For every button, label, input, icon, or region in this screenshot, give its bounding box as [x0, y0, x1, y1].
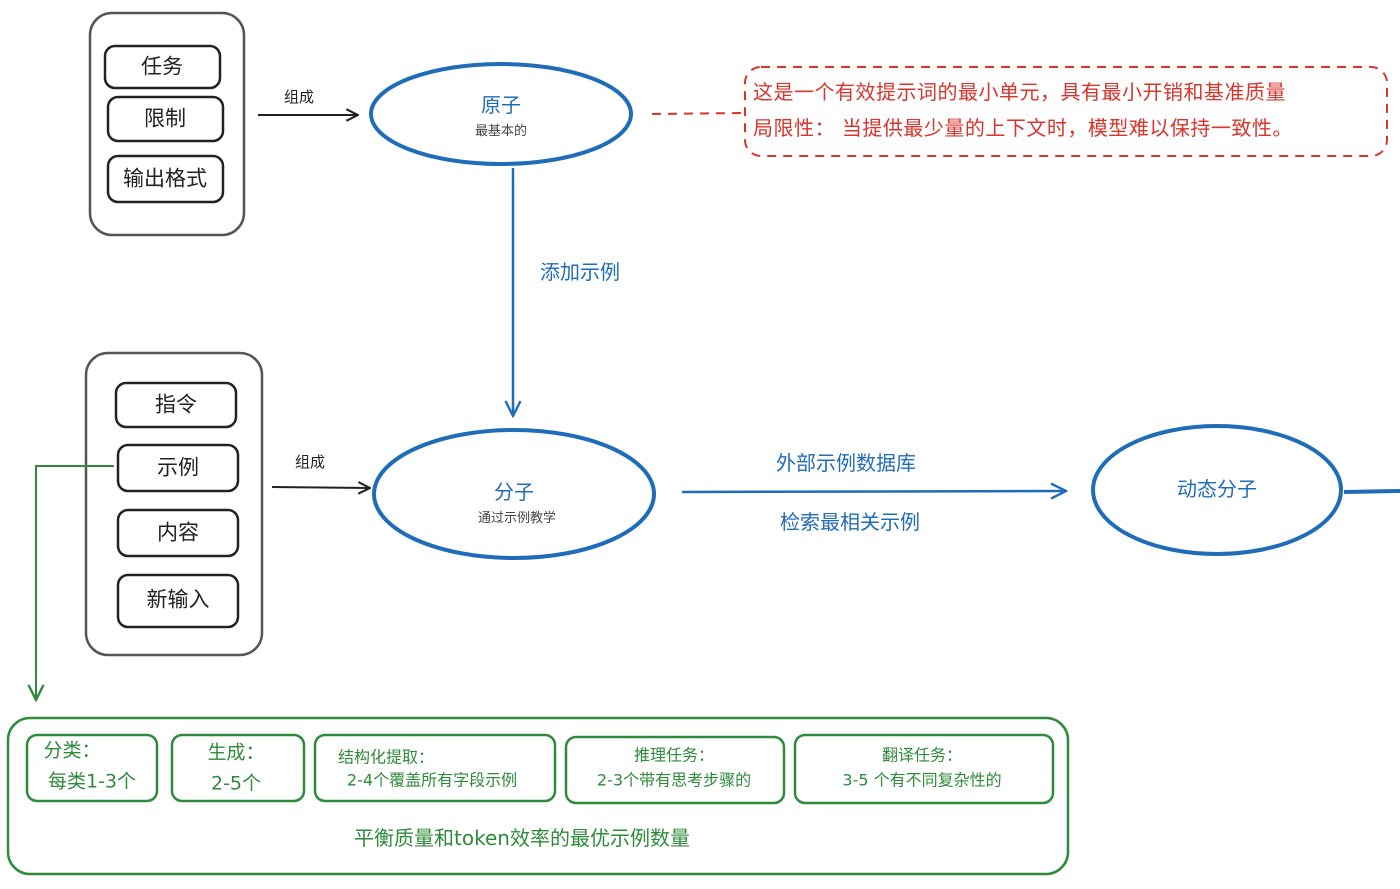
example-count-box-3 [313, 733, 557, 803]
example-count-box-4 [564, 735, 786, 805]
note-line-1: 这是一个有效提示词的最小单元，具有最小开销和基准质量 [753, 80, 1286, 104]
count-extraction-value: 2-4个覆盖所有字段示例 [346, 770, 518, 790]
add-examples-label: 添加示例 [540, 260, 620, 284]
count-generation-title: 生成： [207, 741, 265, 764]
dynamic-molecule-title: 动态分子 [1177, 477, 1257, 501]
molecule-item-box-2 [116, 443, 240, 493]
molecule-item-box-4 [116, 573, 240, 629]
molecule-subtitle: 通过示例教学 [477, 511, 557, 527]
atom-item-task: 任务 [141, 54, 183, 79]
example-count-footer: 平衡质量和token效率的最优示例数量 [354, 826, 690, 850]
external-db-label: 外部示例数据库 [776, 451, 916, 475]
examples-connector [36, 465, 114, 700]
molecule-item-box-1 [114, 381, 238, 429]
molecule-item-instruction: 指令 [155, 392, 197, 417]
molecule-group-frame [84, 351, 264, 657]
example-count-box-1 [25, 733, 159, 803]
example-count-box-5 [793, 733, 1055, 805]
note-connector [651, 112, 743, 115]
dynamic-out-line [1343, 489, 1400, 494]
count-reasoning-value: 2-3个带有思考步骤的 [596, 770, 752, 790]
compose-arrow-molecule [271, 487, 370, 488]
atom-group-frame [88, 11, 246, 237]
molecule-item-examples: 示例 [157, 455, 199, 480]
molecule-node [372, 428, 656, 560]
atom-item-output-format: 输出格式 [123, 166, 207, 191]
molecule-item-content: 内容 [157, 520, 199, 545]
count-translation-title: 翻译任务： [881, 745, 963, 765]
count-extraction-title: 结构化提取： [337, 747, 435, 767]
count-classification-value: 每类1-3个 [47, 770, 137, 793]
count-generation-value: 2-5个 [210, 772, 262, 795]
count-classification-title: 分类： [43, 739, 101, 762]
example-count-frame [6, 716, 1070, 876]
molecule-item-box-3 [116, 508, 240, 558]
atom-subtitle: 最基本的 [474, 124, 528, 140]
example-count-box-2 [170, 733, 306, 803]
atom-item-box-2 [106, 95, 225, 143]
dynamic-molecule-node [1091, 424, 1343, 556]
atom-node [369, 62, 633, 166]
count-reasoning-title: 推理任务： [633, 745, 715, 765]
atom-title: 原子 [481, 93, 521, 117]
atom-compose-label: 组成 [283, 88, 315, 106]
atom-item-box-3 [106, 154, 225, 204]
molecule-title: 分子 [494, 480, 534, 504]
atom-item-constraint: 限制 [144, 106, 186, 131]
count-translation-value: 3-5 个有不同复杂性的 [842, 770, 1002, 790]
atom-item-box-1 [103, 44, 222, 90]
retrieve-arrow [681, 491, 1066, 492]
note-line-2: 局限性： 当提供最少量的上下文时，模型难以保持一致性。 [753, 116, 1293, 140]
note-frame [744, 66, 1388, 157]
molecule-compose-label: 组成 [294, 453, 326, 471]
molecule-item-new-input: 新输入 [146, 587, 210, 612]
retrieve-label: 检索最相关示例 [780, 510, 920, 534]
